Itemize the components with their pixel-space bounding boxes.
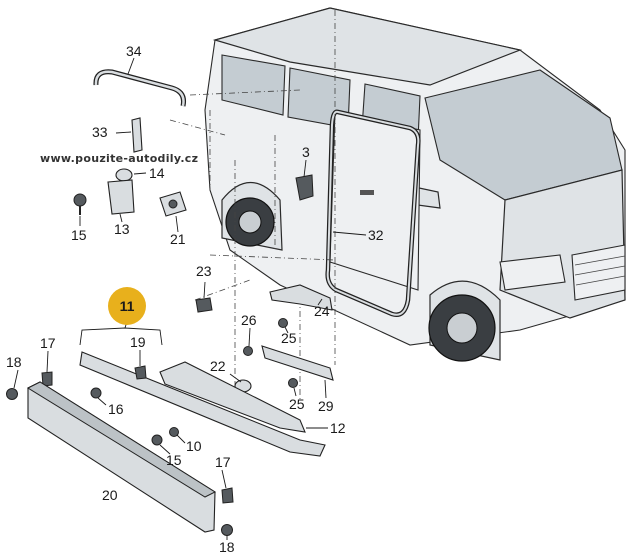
sliding-door-panel <box>329 111 421 291</box>
callout-25a: 25 <box>281 330 297 346</box>
screw-26 <box>243 346 253 356</box>
parts <box>6 69 334 536</box>
screw-25a <box>278 318 288 328</box>
callout-10: 10 <box>186 438 202 454</box>
washer-10 <box>169 427 179 437</box>
callout-20: 20 <box>102 487 118 503</box>
callout-22: 22 <box>210 358 226 374</box>
callout-12: 12 <box>330 420 346 436</box>
callout-18a: 18 <box>6 354 22 370</box>
lower-carrier <box>159 361 306 433</box>
callout-18b: 18 <box>219 539 235 553</box>
rear-side-window <box>221 54 286 116</box>
screw-18b <box>221 524 233 536</box>
screw-25b <box>288 378 298 388</box>
striker-bracket <box>295 174 314 201</box>
highlight-circle <box>108 287 146 325</box>
callout-24: 24 <box>314 303 330 319</box>
clip-23 <box>195 297 213 313</box>
hinge-plate-13 <box>107 179 135 215</box>
callout-17a: 17 <box>40 335 56 351</box>
roller-14 <box>115 168 133 182</box>
callout-13: 13 <box>114 221 130 237</box>
callout-32: 32 <box>368 227 384 243</box>
clip-17a <box>41 371 53 387</box>
callout-34: 34 <box>126 43 142 59</box>
highlight-label: 11 <box>120 298 135 314</box>
cable-34 <box>93 69 186 107</box>
guide-29 <box>261 345 334 381</box>
leader-lines <box>13 57 367 540</box>
callout-17b: 17 <box>215 454 231 470</box>
screw-15a <box>73 193 87 207</box>
track-24 <box>269 284 333 311</box>
watermark-text: www.pouzite-autodily.cz <box>40 152 198 165</box>
callout-26: 26 <box>241 312 257 328</box>
screw-16 <box>90 387 102 399</box>
clip-19 <box>134 365 147 380</box>
callout-16: 16 <box>108 401 124 417</box>
front-grille <box>571 244 626 301</box>
callout-15b: 15 <box>166 452 182 468</box>
van-illustration <box>204 7 626 362</box>
headlight <box>499 254 566 291</box>
callout-3: 3 <box>302 144 310 160</box>
callout-labels: 34 33 14 15 13 21 3 32 23 24 26 25 18 17… <box>6 43 384 553</box>
screw-18a <box>6 388 18 400</box>
callout-29: 29 <box>318 398 334 414</box>
callout-14: 14 <box>149 165 165 181</box>
callout-23: 23 <box>196 263 212 279</box>
highlight-marker: 11 <box>108 287 146 325</box>
door-handle <box>360 190 374 195</box>
callout-33: 33 <box>92 124 108 140</box>
clip-17b <box>221 487 234 504</box>
callout-15a: 15 <box>71 227 87 243</box>
bracket-33 <box>131 117 143 153</box>
callout-21: 21 <box>170 231 186 247</box>
callout-25b: 25 <box>289 396 305 412</box>
assembly-lines <box>169 10 336 400</box>
callout-19: 19 <box>130 334 146 350</box>
screw-15b <box>151 434 163 446</box>
